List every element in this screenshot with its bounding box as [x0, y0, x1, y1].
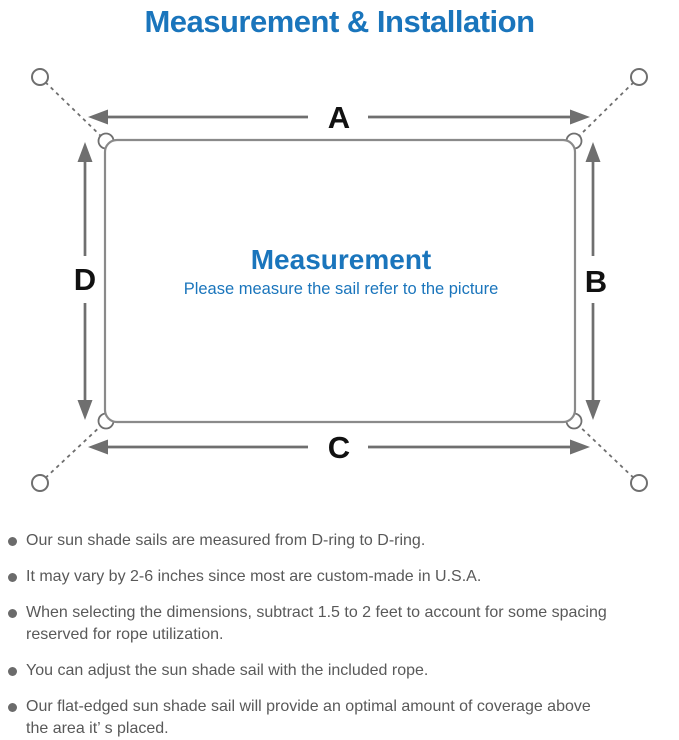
dimension-arrow-d	[77, 142, 93, 420]
list-item: It may vary by 2-6 inches since most are…	[8, 566, 675, 588]
rope-line-top-right	[574, 76, 640, 141]
anchor-point-icon-top-right	[630, 68, 648, 86]
rope-line-bottom-right	[574, 421, 640, 484]
bullet-icon	[8, 667, 17, 676]
measurement-diagram-canvas: A B C D Measurement Please measure the s…	[31, 68, 648, 492]
note-text: You can adjust the sun shade sail with t…	[26, 662, 429, 679]
dimension-label-a: A	[328, 100, 350, 135]
diagram-center-heading: Measurement	[251, 244, 432, 275]
dimension-arrow-c	[88, 439, 590, 455]
bullet-icon	[8, 573, 17, 582]
bullet-icon	[8, 703, 17, 712]
note-text: Our flat-edged sun shade sail will provi…	[26, 698, 591, 737]
list-item: Our flat-edged sun shade sail will provi…	[8, 696, 675, 740]
rope-line-top-left	[39, 76, 106, 141]
list-item: When selecting the dimensions, subtract …	[8, 602, 675, 646]
diagram-center-subtitle: Please measure the sail refer to the pic…	[184, 280, 499, 298]
bullet-icon	[8, 537, 17, 546]
note-text: Our sun shade sails are measured from D-…	[26, 532, 426, 549]
page-title: Measurement & Installation	[144, 4, 535, 39]
list-item: You can adjust the sun shade sail with t…	[8, 660, 675, 682]
note-text: When selecting the dimensions, subtract …	[26, 604, 607, 643]
anchor-point-icon-bottom-right	[630, 474, 648, 492]
bullet-icon	[8, 609, 17, 618]
dimension-arrow-b	[585, 142, 601, 420]
dimension-label-b: B	[585, 264, 607, 299]
notes-list: Our sun shade sails are measured from D-…	[0, 530, 679, 740]
dimension-label-d: D	[74, 262, 96, 297]
anchor-point-icon-top-left	[31, 68, 49, 86]
anchor-point-icon-bottom-left	[31, 474, 49, 492]
dimension-arrow-a	[88, 109, 590, 125]
rope-line-bottom-left	[39, 421, 106, 484]
sail-rectangle	[103, 138, 577, 424]
measurement-diagram: A B C D Measurement Please measure the s…	[0, 55, 679, 505]
dimension-label-c: C	[328, 430, 350, 465]
note-text: It may vary by 2-6 inches since most are…	[26, 568, 482, 585]
list-item: Our sun shade sails are measured from D-…	[8, 530, 675, 552]
